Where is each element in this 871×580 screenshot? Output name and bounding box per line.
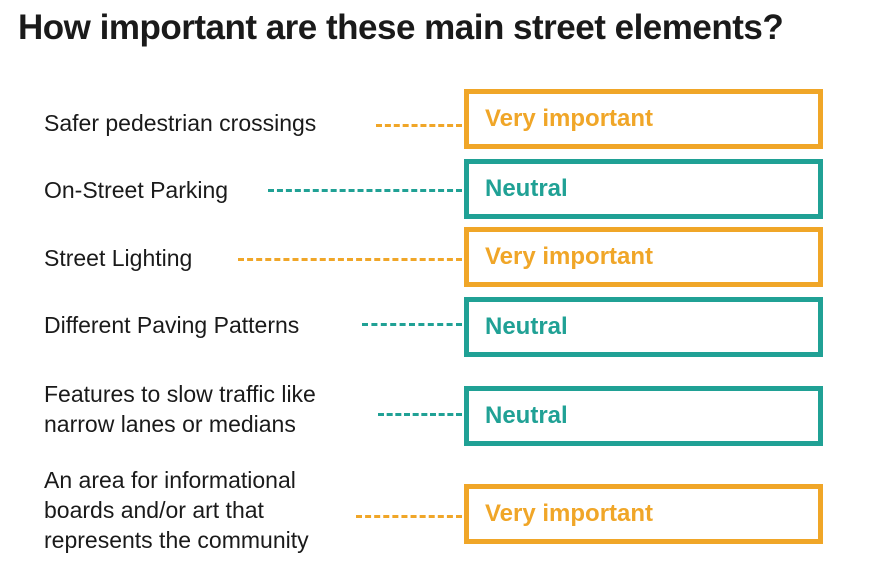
rating-box: Neutral (464, 386, 823, 446)
rating-value: Neutral (485, 402, 568, 429)
rating-box: Neutral (464, 297, 823, 357)
rating-value: Very important (485, 500, 654, 527)
rating-value: Very important (485, 243, 654, 270)
element-label: On-Street Parking (44, 177, 229, 203)
element-label: An area for informational boards and/or … (44, 467, 309, 553)
connector-line (356, 515, 462, 518)
element-label: Safer pedestrian crossings (44, 110, 317, 136)
element-label: Features to slow traffic like narrow lan… (44, 381, 316, 437)
connector-line (376, 124, 462, 127)
connector-line (238, 258, 462, 261)
connector-line (362, 323, 462, 326)
rating-box: Neutral (464, 159, 823, 219)
connector-line (378, 413, 462, 416)
connector-line (268, 189, 462, 192)
rating-box: Very important (464, 89, 823, 149)
rating-value: Very important (485, 105, 654, 132)
element-label: Street Lighting (44, 245, 193, 271)
rating-box: Very important (464, 484, 823, 544)
element-label: Different Paving Patterns (44, 312, 300, 338)
page-title: How important are these main street elem… (18, 8, 784, 47)
rating-box: Very important (464, 227, 823, 287)
rating-value: Neutral (485, 313, 568, 340)
rating-value: Neutral (485, 175, 568, 202)
